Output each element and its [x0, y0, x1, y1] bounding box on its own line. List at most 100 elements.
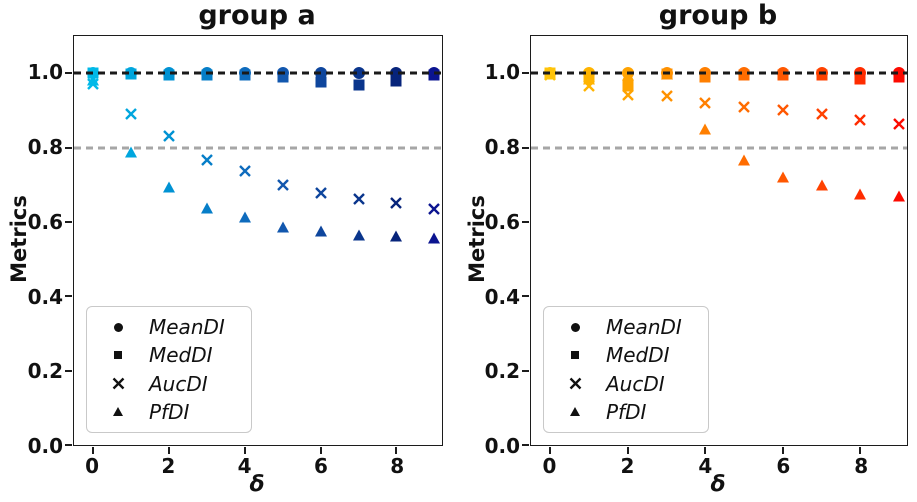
AucDI-point-x7: [815, 108, 828, 121]
y-tick-label: 0.8: [484, 135, 520, 160]
y-tick: [522, 146, 529, 149]
y-tick-label: 0.8: [27, 135, 63, 160]
legend-square-icon: [103, 351, 133, 360]
legend-item-aucdi: AucDI: [560, 372, 704, 396]
plot-title: group b: [658, 0, 778, 31]
legend-label: PfDI: [606, 399, 647, 424]
y-tick: [65, 444, 72, 446]
AucDI-point-x5: [738, 101, 751, 114]
PfDI-point-x8: [854, 188, 867, 200]
plot-area: MeanDI MedDI AucDI PfDI: [522, 35, 908, 454]
reference-line-1: [74, 71, 442, 75]
circle-icon: [570, 322, 580, 332]
y-tick-label: 0.0: [484, 434, 520, 458]
x-tick: [167, 447, 170, 454]
x-tick: [319, 447, 322, 454]
legend-circle-icon: [560, 322, 590, 332]
AucDI-point-x8: [854, 114, 867, 127]
x-tick-label: 2: [620, 454, 635, 478]
x-tick: [91, 447, 94, 454]
AucDI-point-x6: [776, 103, 789, 116]
x-tick-label: 4: [698, 454, 713, 478]
y-tick-label: 0.2: [27, 359, 63, 384]
legend-item-pfdi: PfDI: [560, 400, 704, 424]
x-tick-label: 2: [161, 454, 176, 478]
AucDI-point-x5: [276, 178, 289, 191]
x-tick: [781, 447, 784, 454]
y-tick: [65, 146, 72, 149]
x-tick: [395, 447, 398, 454]
y-tick-label: 0.4: [27, 284, 63, 309]
AucDI-point-x2: [621, 88, 634, 101]
legend-square-icon: [560, 351, 590, 360]
reference-line-0.8: [74, 146, 442, 150]
legend-item-meddi: MedDI: [560, 343, 704, 367]
y-tick-label: 1.0: [484, 60, 520, 85]
reference-line-1: [531, 71, 907, 75]
PfDI-point-x4: [238, 211, 251, 223]
AucDI-point-x9: [893, 117, 906, 130]
triangle-icon: [570, 407, 580, 417]
y-tick: [65, 72, 72, 75]
PfDI-point-x6: [776, 171, 789, 183]
x-tick-label: 0: [85, 454, 100, 478]
AucDI-point-x3: [660, 90, 673, 103]
legend-label: MedDI: [149, 343, 213, 368]
AucDI-point-x3: [200, 154, 213, 167]
legend-item-aucdi: AucDI: [103, 372, 247, 396]
x-tick-label: 8: [390, 454, 405, 478]
PfDI-point-x2: [621, 69, 634, 81]
y-tick-label: 0.6: [484, 209, 520, 234]
triangle-icon: [113, 407, 123, 417]
PfDI-point-x9: [428, 232, 441, 244]
PfDI-point-x6: [314, 225, 327, 237]
legend-label: MedDI: [606, 343, 670, 368]
x-tick-label: 6: [776, 454, 791, 478]
plot-title: group a: [198, 0, 316, 31]
y-tick-label: 0.4: [484, 284, 520, 309]
y-axis-label: Metrics: [7, 195, 31, 283]
legend-x-icon: [560, 377, 590, 390]
PfDI-point-x0: [86, 74, 99, 86]
y-tick: [522, 72, 529, 75]
x-icon: [112, 377, 125, 390]
y-axis-label: Metrics: [465, 195, 489, 283]
legend-label: MeanDI: [606, 315, 682, 340]
x-axis-label: δ: [249, 472, 265, 497]
PfDI-point-x7: [352, 229, 365, 241]
MedDI-point-x2: [622, 80, 634, 92]
legend-triangle-icon: [103, 407, 133, 417]
square-icon: [114, 351, 122, 360]
y-tick: [522, 444, 529, 446]
y-tick-label: 1.0: [27, 60, 63, 85]
y-tick: [522, 295, 529, 298]
x-tick: [704, 447, 707, 454]
y-tick: [522, 220, 529, 223]
x-tick: [243, 447, 246, 454]
PfDI-point-x1: [583, 73, 596, 85]
y-tick: [65, 220, 72, 223]
PfDI-point-x3: [200, 202, 213, 214]
x-tick: [626, 447, 629, 454]
legend-item-meandi: MeanDI: [560, 315, 704, 339]
legend-item-meddi: MedDI: [103, 343, 247, 367]
y-tick-label: 0.0: [27, 434, 63, 458]
legend-circle-icon: [103, 322, 133, 332]
legend-label: MeanDI: [149, 315, 225, 340]
AucDI-point-x6: [314, 186, 327, 199]
PfDI-point-x4: [699, 123, 712, 135]
AucDI-point-x7: [352, 192, 365, 205]
AucDI-point-x1: [124, 108, 137, 121]
PfDI-point-x7: [815, 179, 828, 191]
x-tick-label: 6: [313, 454, 328, 478]
y-tick-label: 0.6: [27, 209, 63, 234]
legend-item-meandi: MeanDI: [103, 315, 247, 339]
legend-triangle-icon: [560, 407, 590, 417]
x-tick-label: 8: [854, 454, 869, 478]
AucDI-point-x2: [162, 130, 175, 143]
AucDI-point-x8: [390, 196, 403, 209]
x-tick-label: 0: [542, 454, 557, 478]
